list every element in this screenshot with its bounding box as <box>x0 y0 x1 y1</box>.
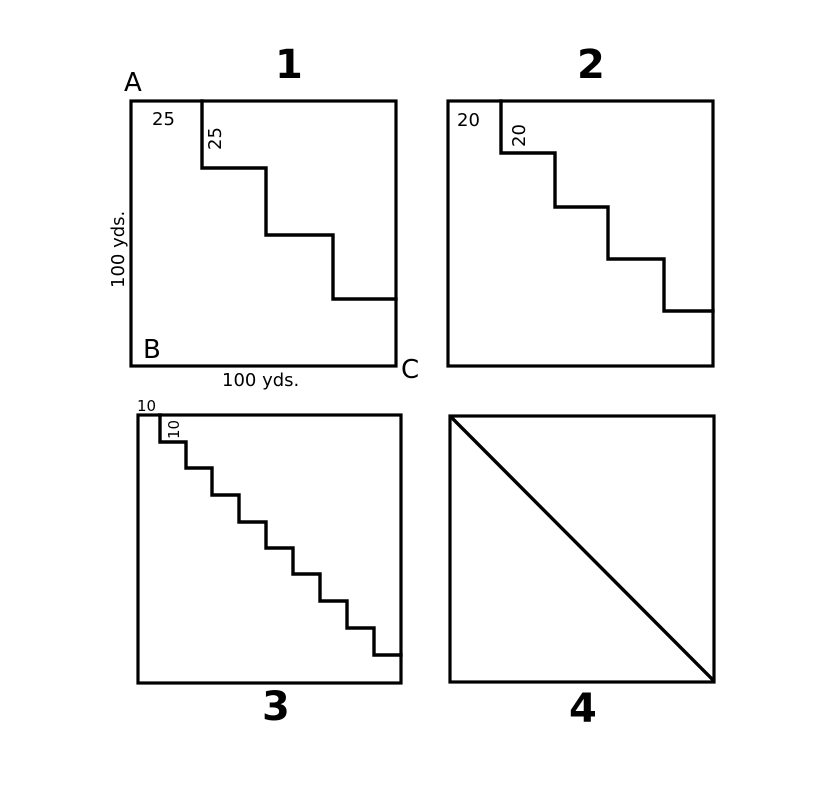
figure-4: 4 <box>448 414 716 732</box>
figure-3-number: 3 <box>262 684 290 730</box>
figure-3-staircase-path <box>158 413 403 657</box>
figure-1-side-length-label: 100 yds. <box>108 211 129 288</box>
corner-a-label: A <box>124 68 142 98</box>
figure-2: 2 20 20 <box>446 42 715 368</box>
figure-4-diagonal-path <box>449 415 716 683</box>
figure-3-step-height-label: 10 <box>165 420 183 439</box>
figure-4-number: 4 <box>569 686 597 732</box>
figure-2-staircase-path <box>499 99 715 313</box>
figure-3: 10 10 3 <box>136 397 403 730</box>
figure-2-step-height-label: 20 <box>509 124 530 147</box>
figure-1-step-height-label: 25 <box>205 127 226 150</box>
figure-1-square <box>129 99 398 368</box>
figure-2-step-width-label: 20 <box>457 110 480 131</box>
figure-1: 1 A 25 25 100 yds. B C 100 yds. <box>108 42 419 391</box>
corner-b-label: B <box>143 335 161 365</box>
figure-4-square <box>448 414 716 684</box>
corner-c-label: C <box>401 355 419 385</box>
figure-2-number: 2 <box>577 42 605 88</box>
figure-1-staircase-path <box>200 99 398 301</box>
figure-1-number: 1 <box>275 42 303 88</box>
figure-3-step-width-label: 10 <box>137 397 156 415</box>
figure-2-square <box>446 99 715 368</box>
figure-1-step-width-label: 25 <box>152 109 175 130</box>
figure-1-bottom-length-label: 100 yds. <box>222 370 299 391</box>
figure-3-square <box>136 413 403 685</box>
